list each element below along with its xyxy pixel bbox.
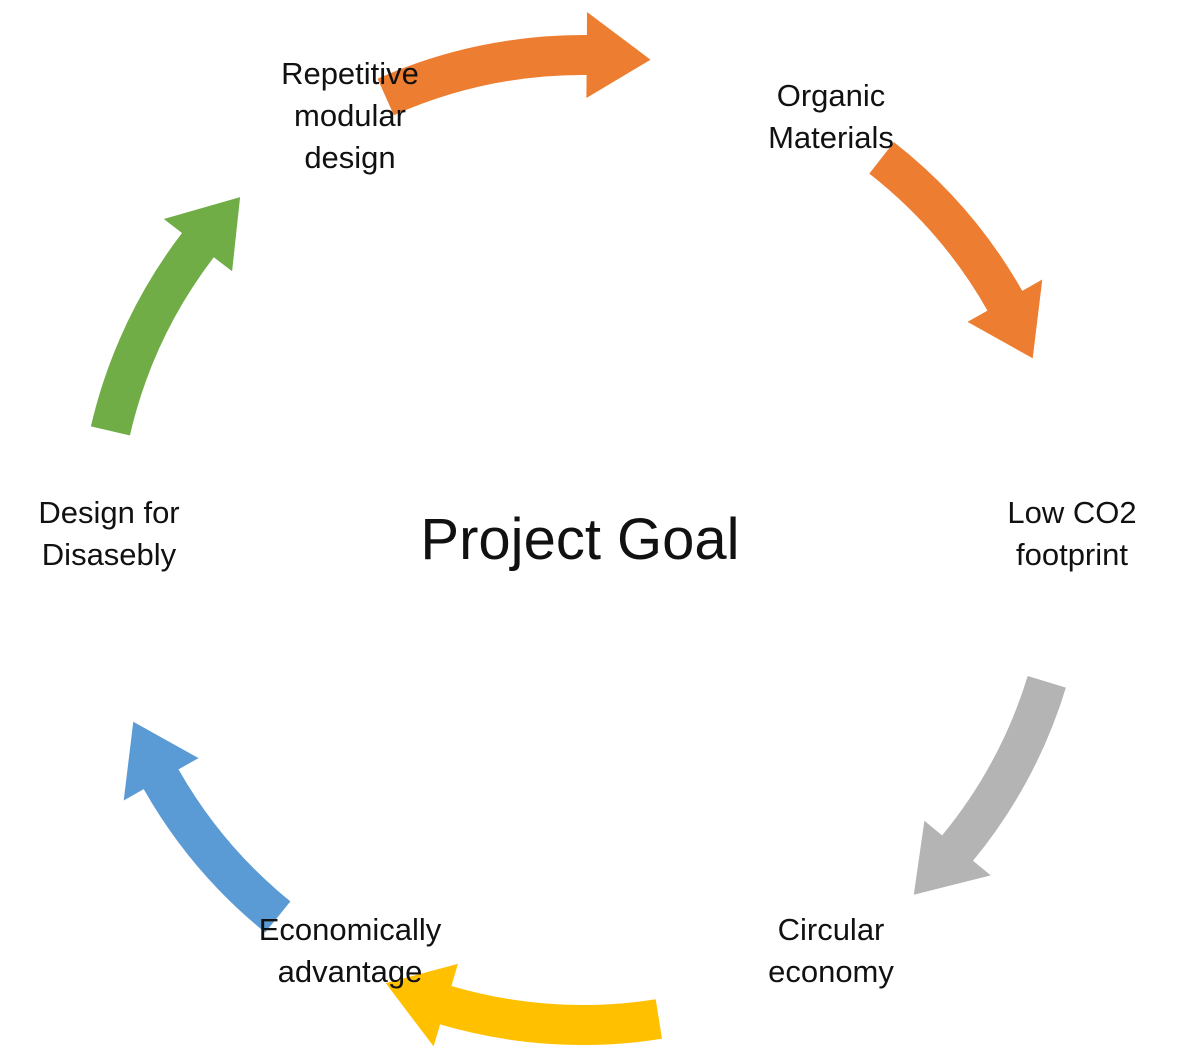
node-organic-materials: Organic Materials [681, 75, 981, 159]
node-line: Economically [258, 912, 442, 947]
node-line: design [304, 140, 396, 175]
node-line: advantage [277, 954, 423, 989]
center-title: Project Goal [420, 507, 740, 572]
node-line: footprint [1015, 537, 1128, 572]
node-line: economy [768, 954, 894, 989]
arrow-circular-to-economic [385, 963, 662, 1047]
arrow-organic-to-low-co2 [869, 142, 1043, 359]
node-line: Repetitive [281, 56, 419, 91]
node-line: Design for [38, 495, 180, 530]
arrow-low-co2-to-circular [913, 676, 1066, 895]
node-line: modular [294, 98, 406, 133]
node-economically-advantage: Economically advantage [200, 909, 500, 993]
node-low-co2-footprint: Low CO2 footprint [922, 492, 1200, 576]
node-design-for-disasebly: Design for Disasebly [0, 492, 259, 576]
node-line: Materials [768, 120, 894, 155]
arrow-disassembly-to-modular [90, 197, 241, 436]
node-repetitive-modular-design: Repetitive modular design [200, 53, 500, 179]
arrow-economic-to-disassembly [123, 721, 291, 933]
node-line: Low CO2 [1007, 495, 1137, 530]
arrow-modular-to-organic [377, 12, 651, 116]
node-line: Disasebly [41, 537, 177, 572]
node-line: Organic [776, 78, 886, 113]
node-line: Circular [777, 912, 885, 947]
node-circular-economy: Circular economy [681, 909, 981, 993]
